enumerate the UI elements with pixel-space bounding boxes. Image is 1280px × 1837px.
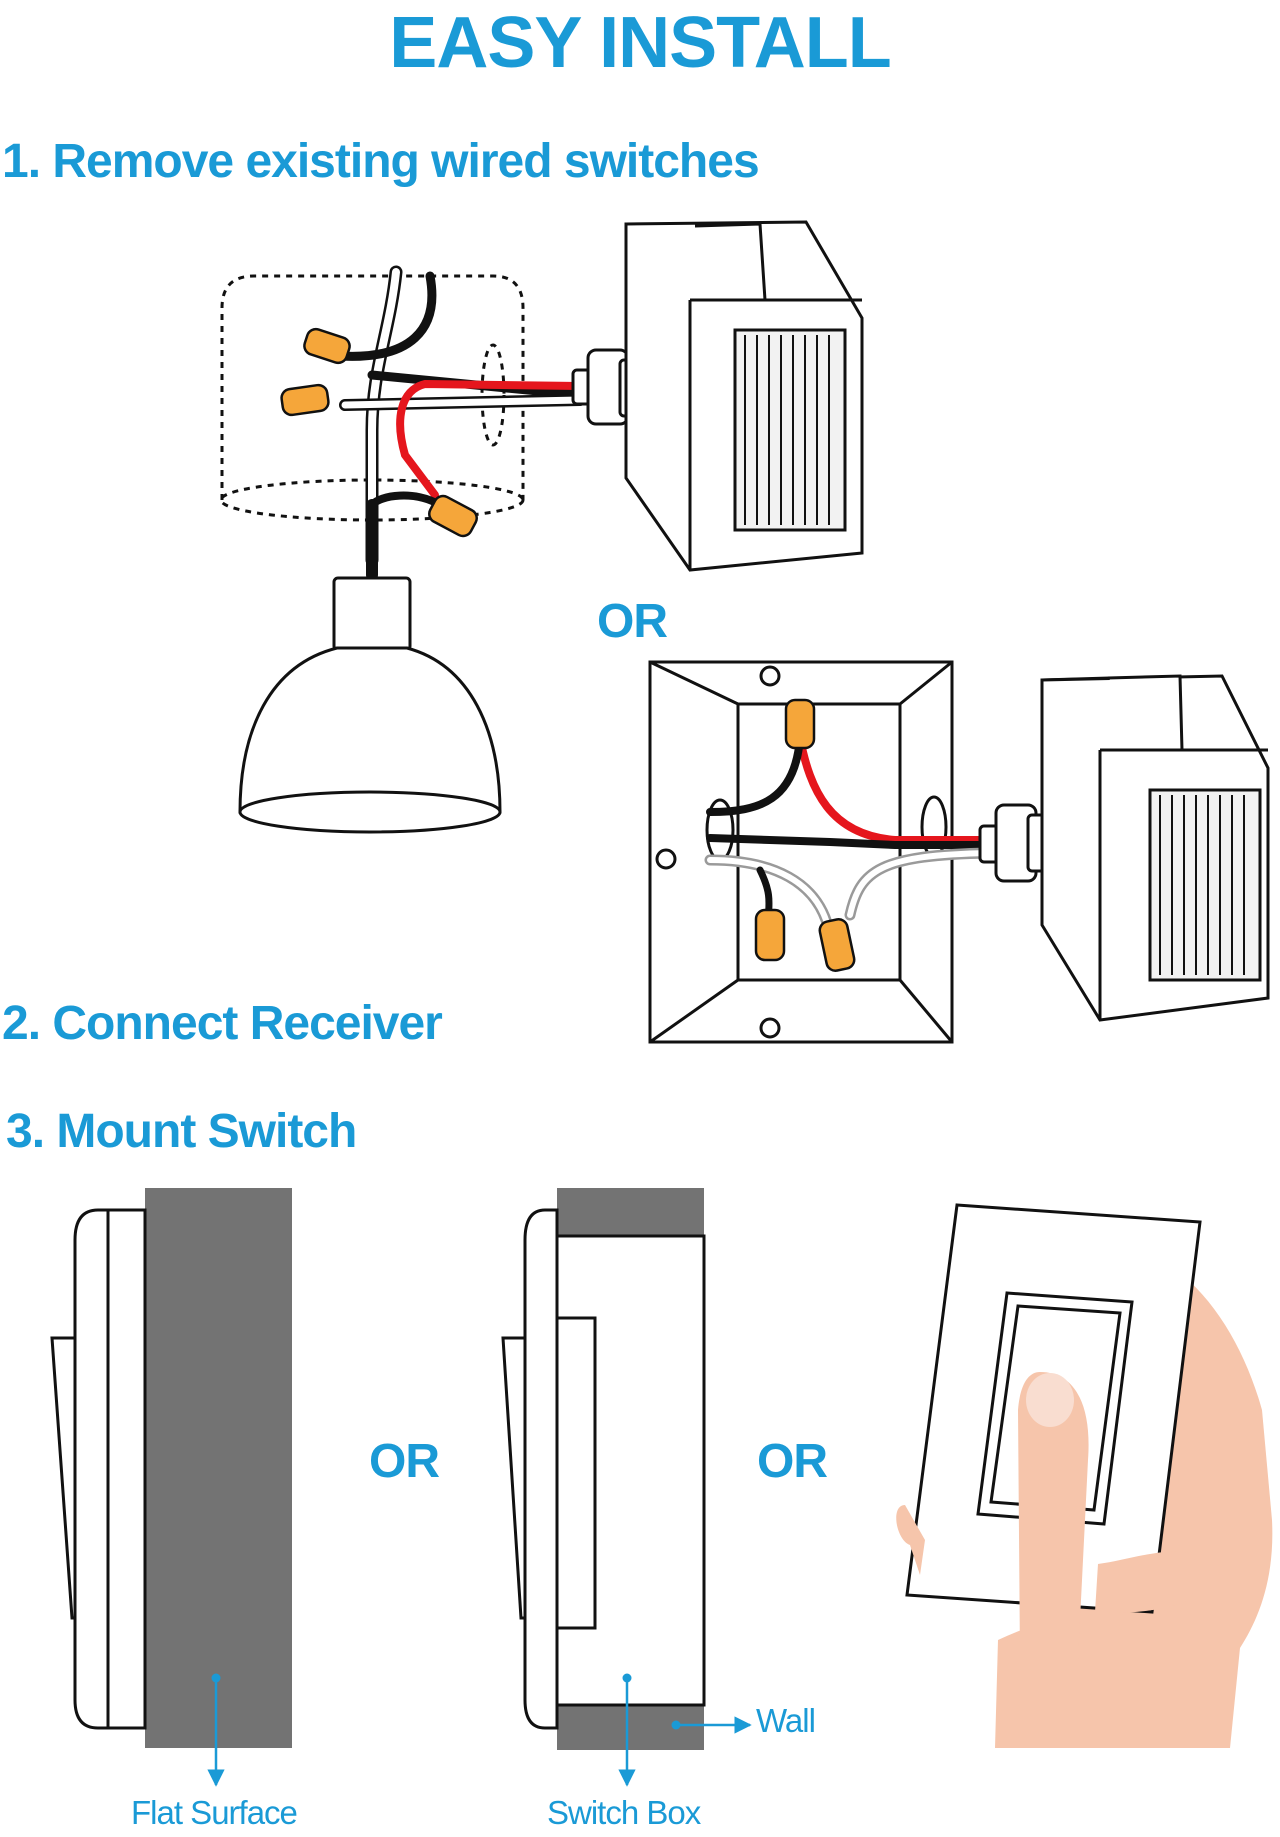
handheld-remote xyxy=(896,1203,1273,1748)
black-wire xyxy=(335,271,437,361)
or-label-mount-1: OR xyxy=(369,1435,440,1488)
wired-switch-illustration-1 xyxy=(571,220,864,572)
black-wire xyxy=(706,734,804,816)
flat-surface-label: Flat Surface xyxy=(131,1794,298,1831)
ceiling-wires xyxy=(335,265,586,581)
wired-switch-grille-1 xyxy=(744,335,830,525)
switch-box-label: Switch Box xyxy=(547,1794,701,1831)
ceiling-junction-box-illustration xyxy=(219,265,586,834)
black-wire-lower xyxy=(706,834,994,849)
wired-switch-grille-2 xyxy=(1159,795,1245,975)
wall-label: Wall xyxy=(756,1702,816,1739)
pendant-lamp xyxy=(238,576,502,834)
flat-surface-mount xyxy=(50,1188,292,1787)
flat-surface xyxy=(145,1188,292,1748)
switch-plate-side xyxy=(73,1208,147,1730)
rocker-side xyxy=(501,1336,527,1620)
page-title: EASY INSTALL xyxy=(389,3,891,83)
black-wire-lamp xyxy=(368,491,444,509)
or-label-mount-2: OR xyxy=(757,1435,828,1488)
wire-nuts xyxy=(280,327,478,538)
wall-switch-box-illustration xyxy=(648,660,996,1044)
step-2-heading: 2. Connect Receiver xyxy=(2,997,443,1050)
step-3-heading: 3. Mount Switch xyxy=(6,1105,357,1158)
switch-plate-side xyxy=(523,1208,559,1730)
switch-box-wires xyxy=(704,734,996,941)
switch-box-tab xyxy=(555,1316,597,1630)
red-wire xyxy=(796,734,994,844)
hand-fingers xyxy=(1095,1551,1195,1613)
box-wire-nuts xyxy=(754,698,856,972)
switch-box-mount xyxy=(501,1188,752,1787)
wall-top xyxy=(557,1188,704,1236)
hand-left-edge xyxy=(896,1505,925,1575)
rocker-side xyxy=(50,1336,77,1620)
hand-thumb xyxy=(1018,1372,1089,1690)
thumbnail xyxy=(1026,1373,1074,1427)
wall-bottom xyxy=(557,1705,704,1750)
or-label-wiring: OR xyxy=(597,595,668,648)
step-1-heading: 1. Remove existing wired switches xyxy=(2,135,760,188)
red-wire xyxy=(396,379,584,499)
ceiling-box-outline xyxy=(219,274,525,522)
wired-switch-illustration-2 xyxy=(978,674,1270,1022)
